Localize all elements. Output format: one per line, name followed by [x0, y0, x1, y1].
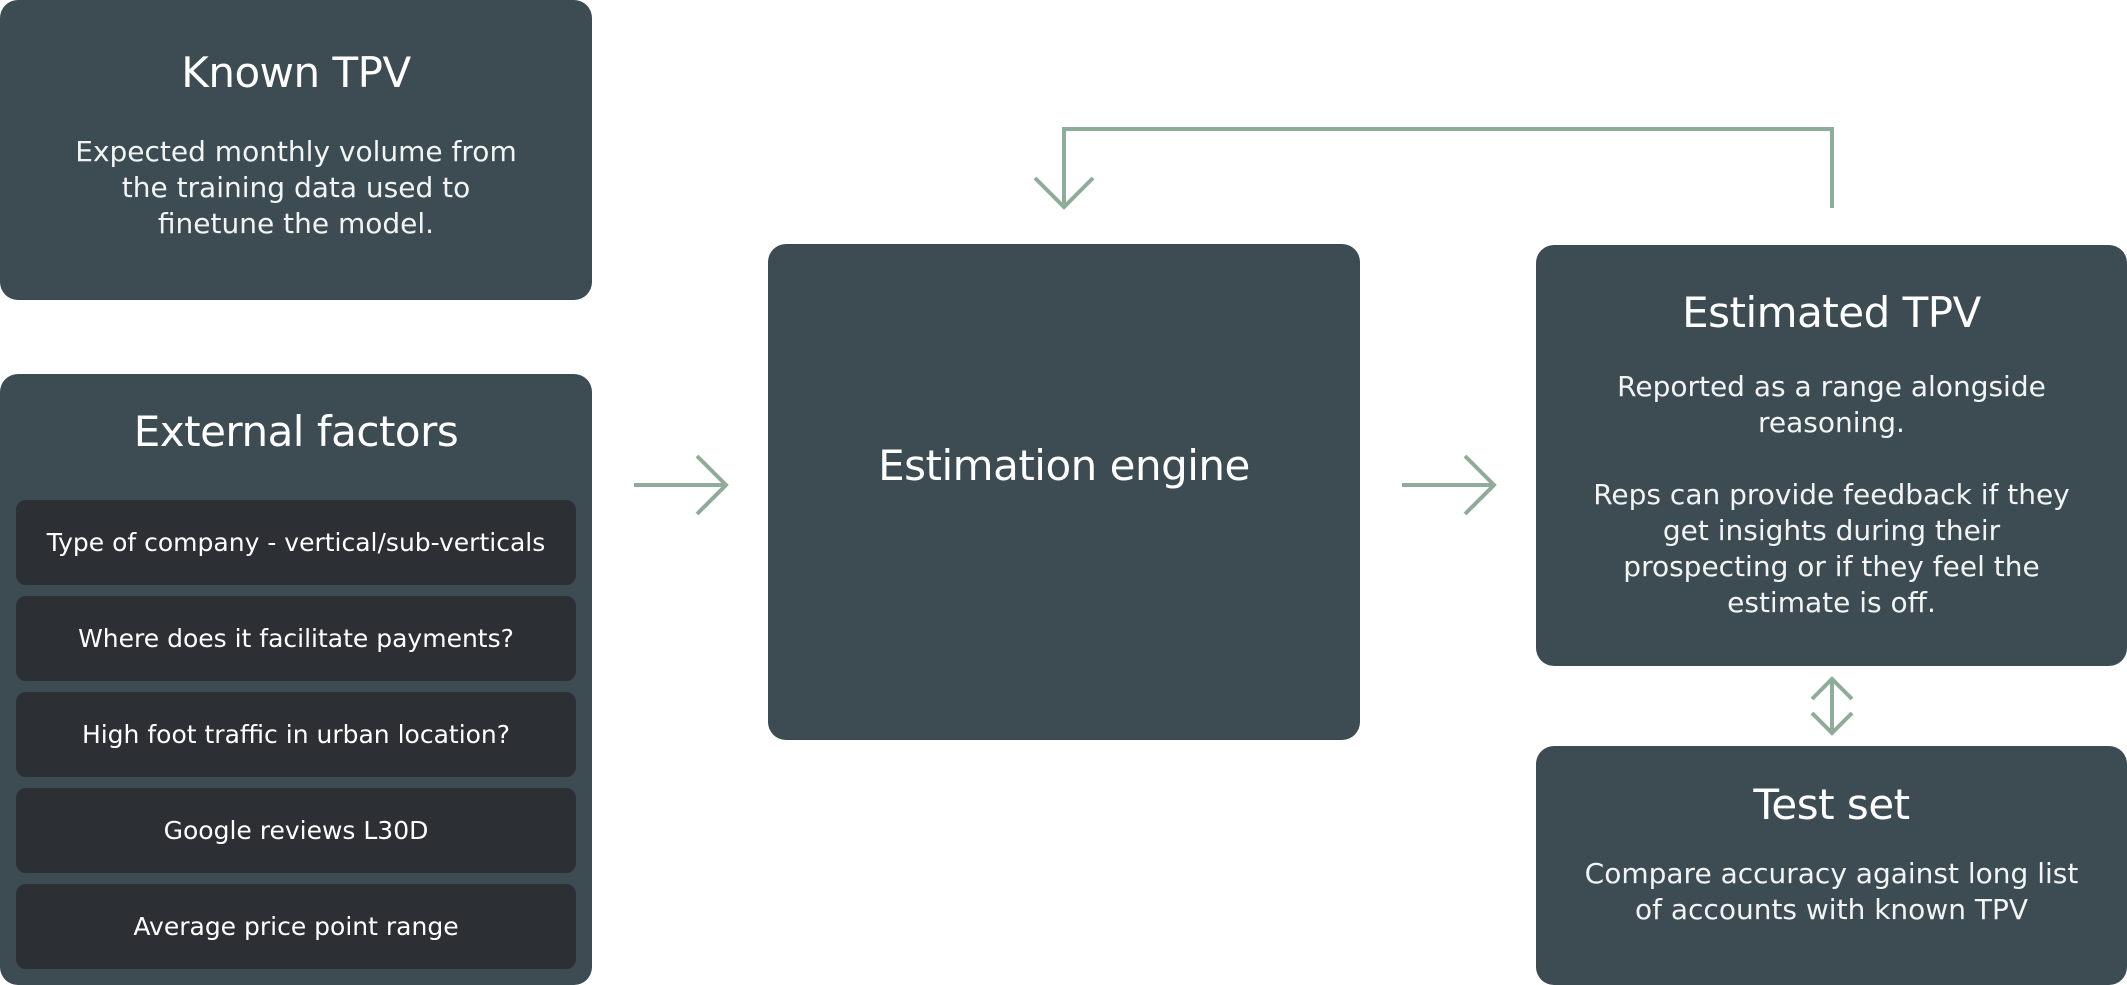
- factor-item-foot-traffic: High foot traffic in urban location?: [16, 692, 576, 777]
- test-set-description: Compare accuracy against long list of ac…: [1584, 857, 2079, 926]
- external-factors-list: Type of company - vertical/sub-verticals…: [16, 500, 576, 980]
- test-set-title: Test set: [1753, 780, 1910, 829]
- estimation-engine-title: Estimation engine: [878, 441, 1250, 490]
- factor-item-google-reviews: Google reviews L30D: [16, 788, 576, 873]
- arrow-factors-to-engine-icon: [634, 454, 729, 516]
- known-tpv-box: Known TPV Expected monthly volume from t…: [0, 0, 592, 300]
- test-set-box: Test set Compare accuracy against long l…: [1536, 746, 2127, 985]
- factor-item-payment-location: Where does it facilitate payments?: [16, 596, 576, 681]
- factor-item-company-type: Type of company - vertical/sub-verticals: [16, 500, 576, 585]
- arrow-engine-to-estimate-icon: [1402, 454, 1497, 516]
- estimated-tpv-description-feedback: Reps can provide feedback if they get in…: [1593, 478, 2070, 619]
- feedback-loop-arrow-icon: [1033, 127, 1834, 210]
- known-tpv-description: Expected monthly volume from the trainin…: [75, 135, 517, 240]
- estimated-tpv-description-range: Reported as a range alongside reasoning.: [1617, 370, 2046, 439]
- external-factors-box: External factors Type of company - verti…: [0, 374, 592, 985]
- estimated-tpv-title: Estimated TPV: [1682, 288, 1981, 337]
- estimation-engine-box: Estimation engine: [768, 244, 1360, 740]
- factor-item-price-point: Average price point range: [16, 884, 576, 969]
- external-factors-title: External factors: [133, 407, 459, 456]
- estimated-tpv-description: Reported as a range alongside reasoning.…: [1576, 369, 2087, 621]
- known-tpv-title: Known TPV: [181, 48, 411, 97]
- bidirectional-arrow-icon: [1810, 676, 1854, 736]
- estimated-tpv-box: Estimated TPV Reported as a range alongs…: [1536, 245, 2127, 666]
